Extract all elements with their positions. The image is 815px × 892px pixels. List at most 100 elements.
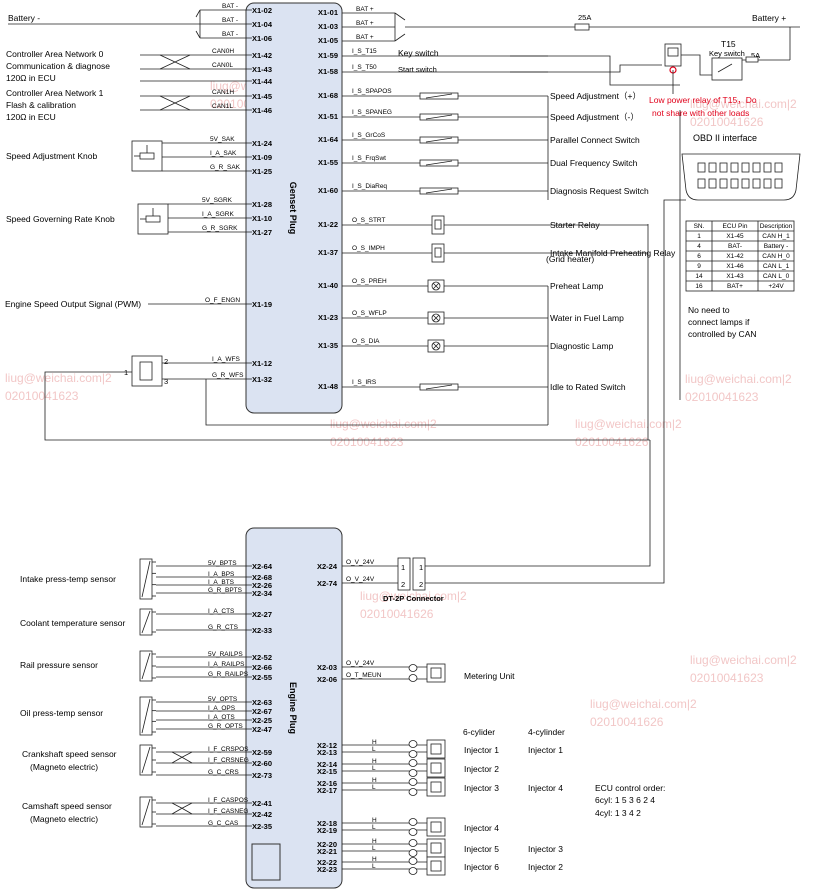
bus-taper bbox=[394, 12, 406, 42]
lamp-cross bbox=[432, 314, 440, 322]
dt2p-pin: 1 bbox=[419, 563, 423, 572]
watermark-text: 02010041623 bbox=[685, 390, 759, 404]
wfs-signal: G_R_WFS bbox=[212, 372, 244, 379]
switch-blade bbox=[425, 114, 453, 120]
genset-pin-label: X1-12 bbox=[252, 359, 272, 368]
injector-six-label: Injector 5 bbox=[464, 844, 499, 854]
obd-pin bbox=[719, 162, 728, 173]
obd-pin bbox=[774, 178, 783, 189]
engine-left-signal: I_F_CRSNEG bbox=[208, 757, 249, 764]
lamp-symbol bbox=[427, 311, 445, 325]
obd-table-cell: +24V bbox=[768, 283, 784, 290]
engine-left-signal: G_C_CAS bbox=[208, 820, 239, 827]
engine-pin-label: X2-24 bbox=[317, 562, 338, 571]
engine-pin-label: X2-03 bbox=[317, 663, 337, 672]
relay-coil bbox=[434, 247, 442, 258]
genset-right-label: Dual Frequency Switch bbox=[550, 158, 638, 168]
dt2p-feed bbox=[425, 440, 651, 567]
wfs-sensor-inner bbox=[139, 361, 153, 381]
engine-pin-label: X2-12 bbox=[317, 741, 337, 750]
twist-loop bbox=[408, 867, 418, 875]
bat-minus-signal: BAT - bbox=[222, 17, 238, 24]
engine-pin-label: X2-73 bbox=[252, 771, 272, 780]
cam-twist bbox=[171, 802, 193, 815]
key-switch-label: Key switch bbox=[398, 48, 439, 58]
engine-pin-label: X2-23 bbox=[317, 865, 337, 874]
wfs-signal: I_A_WFS bbox=[212, 356, 240, 363]
genset-right-label: Diagnosis Request Switch bbox=[550, 186, 649, 196]
relay-coil bbox=[434, 219, 442, 230]
dt2p-pin: 2 bbox=[401, 580, 405, 589]
engine-left-signal: I_A_BPS bbox=[208, 571, 235, 578]
can1-label: Controller Area Network 1 bbox=[6, 88, 104, 98]
genset-right-signal: I_S_DiaReq bbox=[352, 183, 387, 190]
switch-blade bbox=[425, 93, 453, 99]
can0-label: Communication & diagnose bbox=[6, 61, 110, 71]
genset-right-label: Water in Fuel Lamp bbox=[550, 313, 624, 323]
key-switch-blade bbox=[717, 63, 733, 73]
genset-plug bbox=[245, 2, 343, 414]
twist-loop bbox=[408, 740, 418, 748]
genset-pin-label: X1-05 bbox=[318, 36, 338, 45]
obd-note: connect lamps if bbox=[688, 317, 750, 327]
engine-pin-label: X2-17 bbox=[317, 786, 337, 795]
lamp-symbol bbox=[427, 279, 445, 293]
engine-left-signal: G_R_CTS bbox=[208, 624, 239, 631]
ecu-order-six: 6cyl: 1 5 3 6 2 4 bbox=[595, 795, 655, 805]
engine-sensor-sub-label: (Magneto electric) bbox=[30, 762, 98, 772]
engine-pin-label: X2-52 bbox=[252, 653, 272, 662]
genset-right-signal: O_S_PREH bbox=[352, 278, 387, 285]
engine-right-signal: O_V_24V bbox=[346, 559, 375, 566]
injector-six-label: Injector 6 bbox=[464, 862, 499, 872]
injector-hl: L bbox=[372, 765, 376, 772]
engine-sensor-label: Oil press-temp sensor bbox=[20, 708, 103, 718]
genset-pin-label: X1-55 bbox=[318, 158, 338, 167]
metering-signal: O_V_24V bbox=[346, 660, 375, 667]
genset-right-signal: I_S_SPANEG bbox=[352, 109, 392, 116]
engine-pin-label: X2-35 bbox=[252, 822, 272, 831]
injector-symbol bbox=[408, 838, 446, 858]
bat-plus-signal: BAT + bbox=[356, 20, 374, 27]
engine-left-signal: I_F_CASPOS bbox=[208, 797, 249, 804]
engine-left-signal: G_C_CRS bbox=[208, 769, 239, 776]
obd-note: controlled by CAN bbox=[688, 329, 757, 339]
watermark-text: 02010041626 bbox=[690, 115, 764, 129]
genset-pin-label: X1-19 bbox=[252, 300, 272, 309]
engine-sensor-sub-label: (Magneto electric) bbox=[30, 814, 98, 824]
switch-symbol bbox=[419, 159, 459, 167]
can0-label: Controller Area Network 0 bbox=[6, 49, 104, 59]
lamp-symbol bbox=[427, 339, 445, 353]
obd-table-cell: X1-42 bbox=[726, 253, 744, 260]
obd-table-cell: 9 bbox=[697, 263, 701, 270]
engine-plug-title: Engine Plug bbox=[288, 682, 298, 734]
engine-pin-label: X2-55 bbox=[252, 673, 272, 682]
engine-sensor-label: Camshaft speed sensor bbox=[22, 801, 112, 811]
bat-minus-signal: BAT - bbox=[222, 3, 238, 10]
genset-right-signal: I_S_IRS bbox=[352, 379, 377, 386]
coil-inner bbox=[430, 667, 442, 679]
injector-hl: H bbox=[372, 777, 377, 784]
genset-pin-label: X1-51 bbox=[318, 112, 338, 121]
switch-symbol bbox=[419, 383, 459, 391]
twist-loop bbox=[408, 839, 418, 847]
genset-right-label: Preheat Lamp bbox=[550, 281, 604, 291]
twist-loop bbox=[408, 769, 418, 777]
engine-pin-label: X2-26 bbox=[252, 581, 272, 590]
engine-sensor-symbol bbox=[139, 558, 156, 600]
can1-label: 120Ω in ECU bbox=[6, 112, 56, 122]
obd-pin bbox=[774, 162, 783, 173]
obd-table-cell: 1 bbox=[697, 233, 701, 240]
engine-right-signal: O_V_24V bbox=[346, 576, 375, 583]
obd-table-header: Description bbox=[760, 223, 793, 230]
obd-pin bbox=[730, 162, 739, 173]
metering-unit-label: Metering Unit bbox=[464, 671, 515, 681]
twist-loop bbox=[408, 664, 418, 672]
genset-right-label: Diagnostic Lamp bbox=[550, 341, 614, 351]
t15-title: T15 bbox=[721, 39, 736, 49]
fuse-5a-label: 5A bbox=[751, 51, 760, 60]
genset-right-label: Speed Adjustment（-） bbox=[550, 112, 639, 122]
genset-pin-label: X1-24 bbox=[252, 139, 273, 148]
twist-loop bbox=[408, 857, 418, 865]
engine-left-signal: I_F_CASNEG bbox=[208, 808, 248, 815]
engine-speed-output-signal: O_F_ENGN bbox=[205, 297, 240, 304]
